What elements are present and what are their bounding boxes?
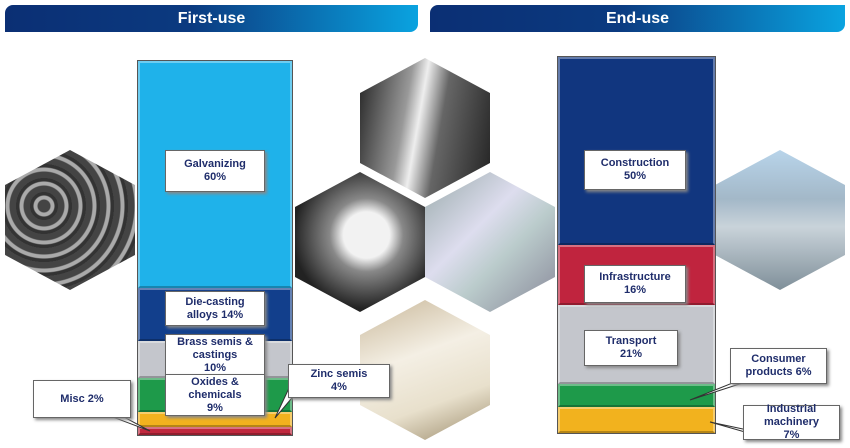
- data-label: Brass semis & castings 10%: [165, 334, 265, 376]
- data-label: Die-casting alloys 14%: [165, 291, 265, 326]
- bar-segment-industrial-machinery: [558, 406, 715, 433]
- bar-segment-misc: [138, 427, 292, 435]
- data-label: Transport 21%: [584, 330, 678, 366]
- zinc-roof-photo: [715, 150, 845, 290]
- data-label: Infrastructure 16%: [584, 265, 686, 303]
- data-label: Construction 50%: [584, 150, 686, 190]
- data-label: Consumer products 6%: [730, 348, 827, 384]
- data-label: Industrial machinery 7%: [743, 403, 840, 441]
- callout-pointer: [109, 415, 151, 432]
- data-label: Misc 2%: [33, 380, 131, 418]
- data-label: Zinc semis 4%: [288, 364, 390, 398]
- data-label: Galvanizing 60%: [165, 150, 265, 192]
- bar-segment-consumer-products: [558, 384, 715, 407]
- end-use-header: End-use: [430, 5, 845, 32]
- data-label: Oxides & chemicals 9%: [165, 374, 265, 416]
- first-use-header: First-use: [5, 5, 418, 32]
